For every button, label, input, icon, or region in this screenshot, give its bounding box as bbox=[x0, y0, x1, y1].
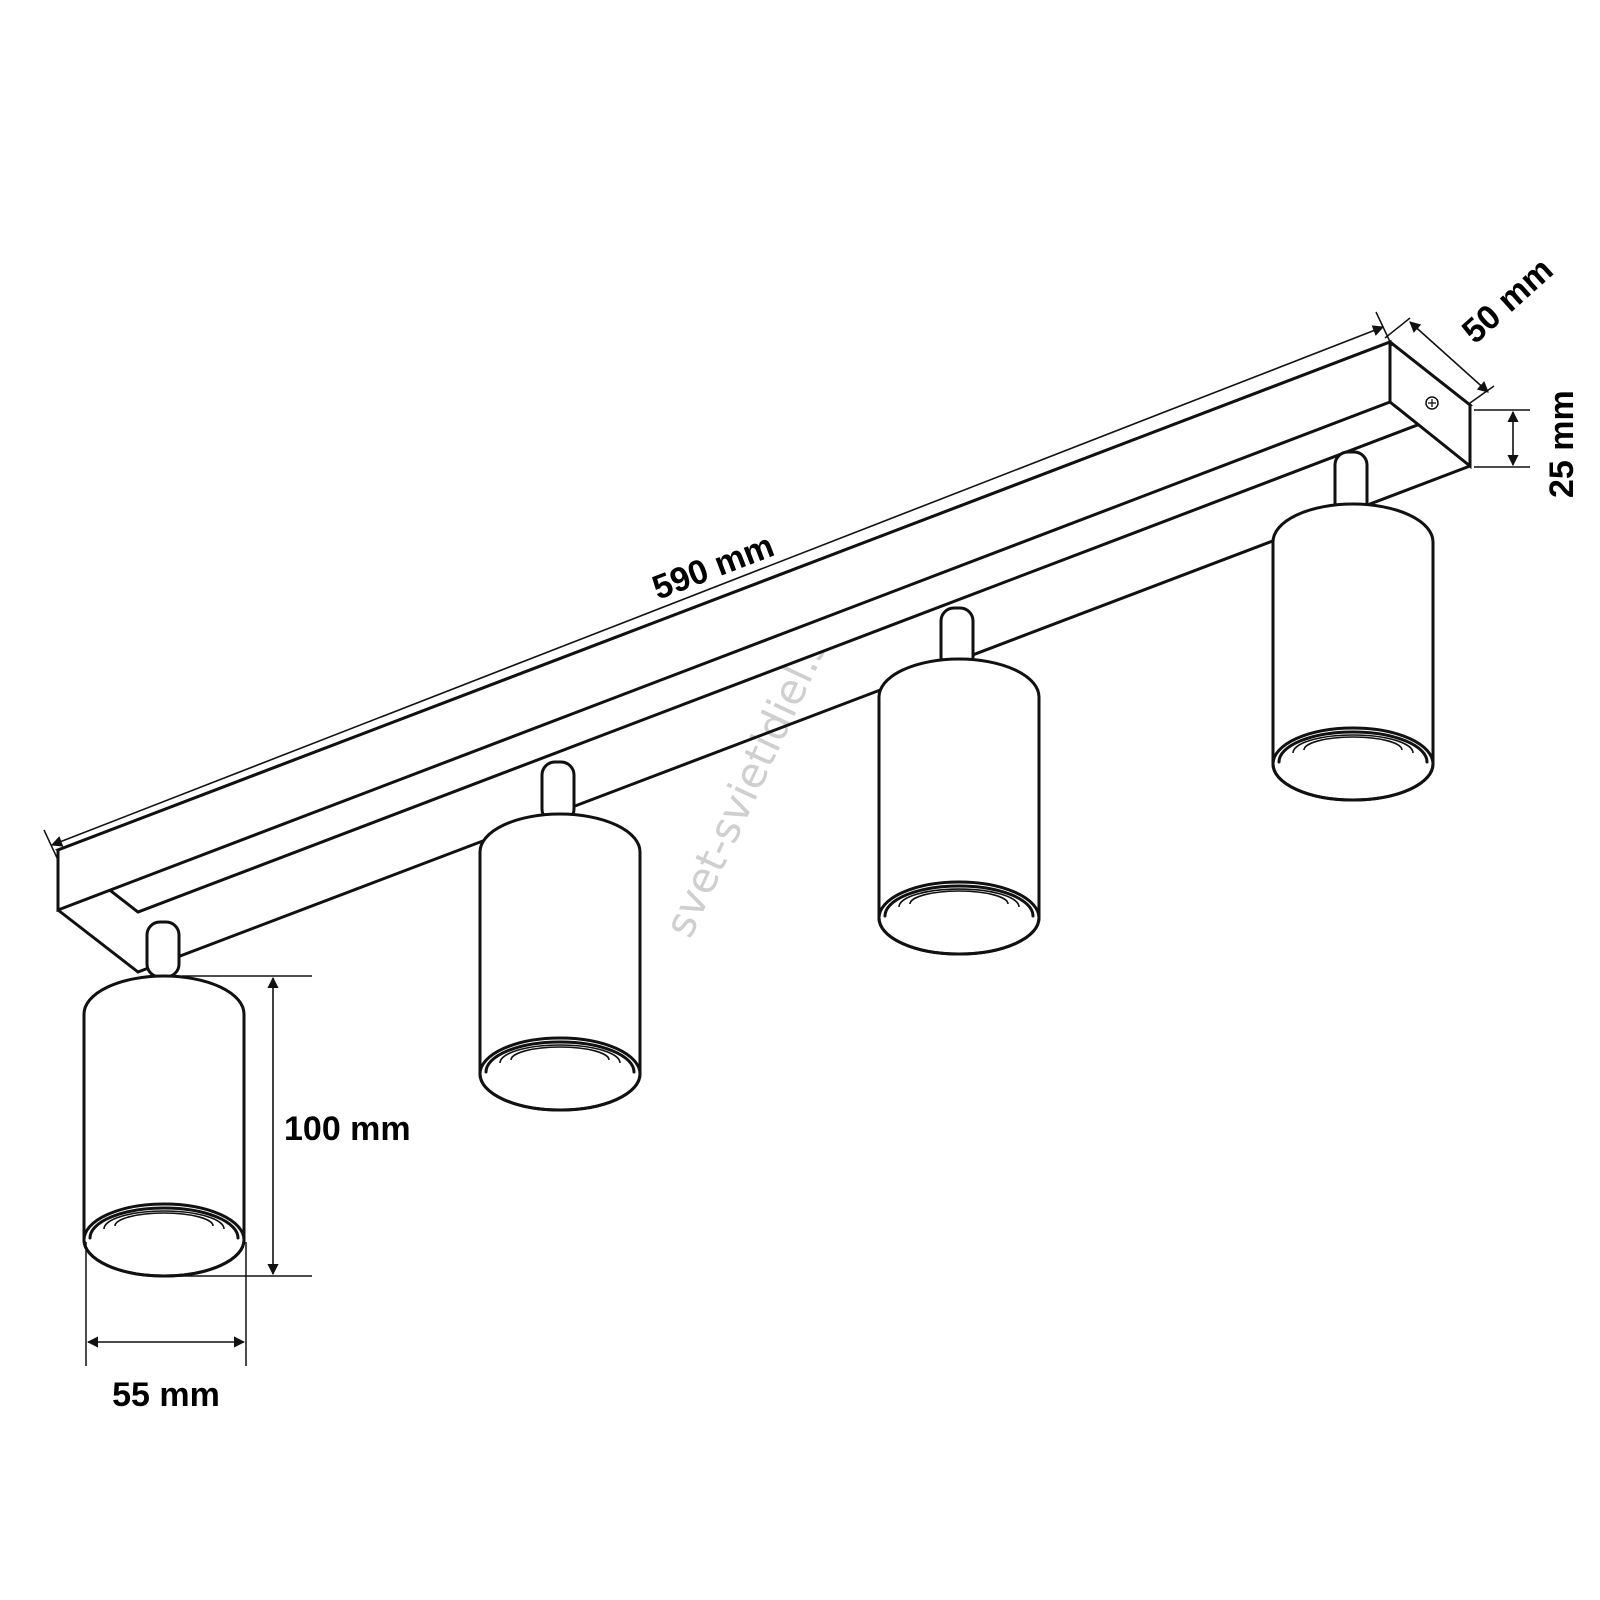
spotlight-4 bbox=[1271, 450, 1435, 802]
dimension-spot-diameter: 55 mm bbox=[85, 1242, 247, 1414]
spotlight-3 bbox=[877, 606, 1041, 956]
screw-icon bbox=[1425, 396, 1439, 410]
height-label: 25 mm bbox=[1543, 390, 1581, 498]
dimension-height: 25 mm bbox=[1474, 390, 1581, 498]
spotlight-1 bbox=[82, 920, 246, 1278]
spot-height-label: 100 mm bbox=[284, 1110, 411, 1148]
ceiling-bar bbox=[54, 338, 1474, 974]
dimension-spot-height: 100 mm bbox=[164, 975, 411, 1277]
spot-diameter-label: 55 mm bbox=[112, 1376, 220, 1414]
spotlight-2 bbox=[478, 760, 642, 1112]
depth-label: 50 mm bbox=[1455, 251, 1560, 351]
